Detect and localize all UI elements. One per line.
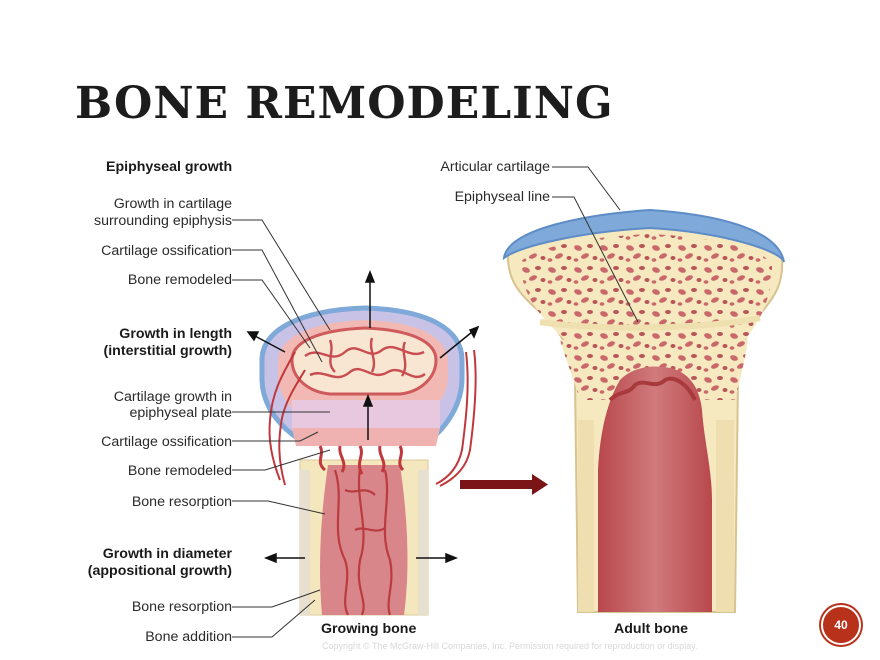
label-growing-bone: Growing bone (321, 621, 417, 637)
label-adult-bone: Adult bone (614, 621, 689, 637)
label-cartilage-ossification-top: Cartilage ossification (101, 243, 232, 259)
label-growth-in-length-line2: (interstitial growth) (103, 343, 232, 359)
copyright-notice: Copyright © The McGraw-Hill Companies, I… (322, 641, 698, 651)
leader-lines (232, 166, 639, 638)
label-bone-remodeled-top: Bone remodeled (127, 272, 232, 288)
growing-bone (246, 269, 480, 616)
page-number-badge: 40 (821, 605, 861, 645)
label-cartilage-growth-plate-line2: epiphyseal plate (129, 405, 232, 421)
label-growth-in-diameter-line2: (appositional growth) (87, 563, 232, 579)
growth-arrow (460, 474, 548, 495)
label-growth-in-diameter-line1: Growth in diameter (102, 546, 232, 562)
label-bone-addition: Bone addition (145, 629, 232, 645)
label-epiphyseal-line: Epiphyseal line (454, 189, 550, 205)
adult-bone (502, 208, 785, 613)
label-growth-in-cartilage-line1: Growth in cartilage (113, 196, 232, 212)
label-bone-resorption-top: Bone resorption (131, 494, 232, 510)
label-bone-resorption-bottom: Bone resorption (131, 599, 232, 615)
label-cartilage-ossification-bottom: Cartilage ossification (101, 434, 232, 450)
label-growth-in-length-line1: Growth in length (119, 326, 232, 342)
label-cartilage-growth-plate-line1: Cartilage growth in (113, 389, 232, 405)
label-growth-in-cartilage-line2: surrounding epiphysis (93, 213, 232, 229)
label-articular-cartilage: Articular cartilage (440, 159, 550, 175)
label-epiphyseal-growth: Epiphyseal growth (106, 159, 233, 175)
label-bone-remodeled-bottom: Bone remodeled (127, 463, 232, 479)
slide-title: BONE REMODELING (75, 78, 614, 129)
